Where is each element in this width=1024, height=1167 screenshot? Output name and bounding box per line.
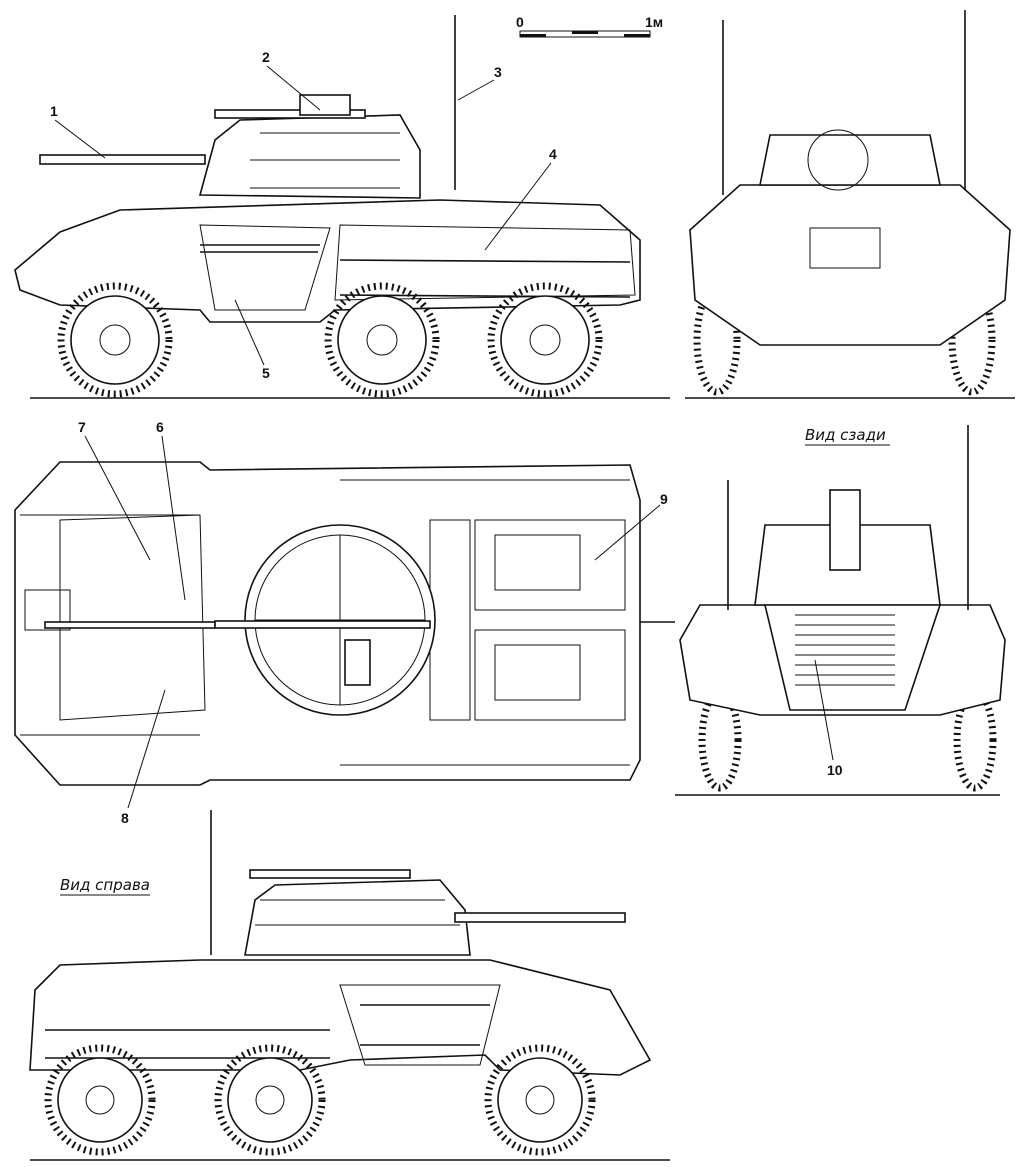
side-view-right [29, 810, 670, 1161]
callout-2: 2 [262, 49, 270, 65]
callout-3: 3 [494, 64, 502, 80]
side-view-left [14, 15, 670, 399]
callouts: 1 2 3 4 5 6 7 8 9 10 [50, 49, 843, 826]
top-view [14, 461, 675, 786]
callout-9: 9 [660, 491, 668, 507]
scale-bar: 0 1м [516, 14, 663, 38]
callout-10: 10 [827, 762, 843, 778]
front-view [685, 10, 1015, 399]
callout-4: 4 [549, 146, 557, 162]
scale-start: 0 [516, 14, 524, 30]
rear-view [675, 425, 1006, 796]
caption-right-view: Вид справа [60, 876, 150, 894]
rear-grille [795, 614, 895, 686]
callout-1: 1 [50, 103, 58, 119]
callout-7: 7 [78, 419, 86, 435]
scale-end: 1м [645, 14, 663, 30]
callout-6: 6 [156, 419, 164, 435]
callout-8: 8 [121, 810, 129, 826]
caption-rear-view: Вид сзади [805, 426, 886, 444]
callout-5: 5 [262, 365, 270, 381]
